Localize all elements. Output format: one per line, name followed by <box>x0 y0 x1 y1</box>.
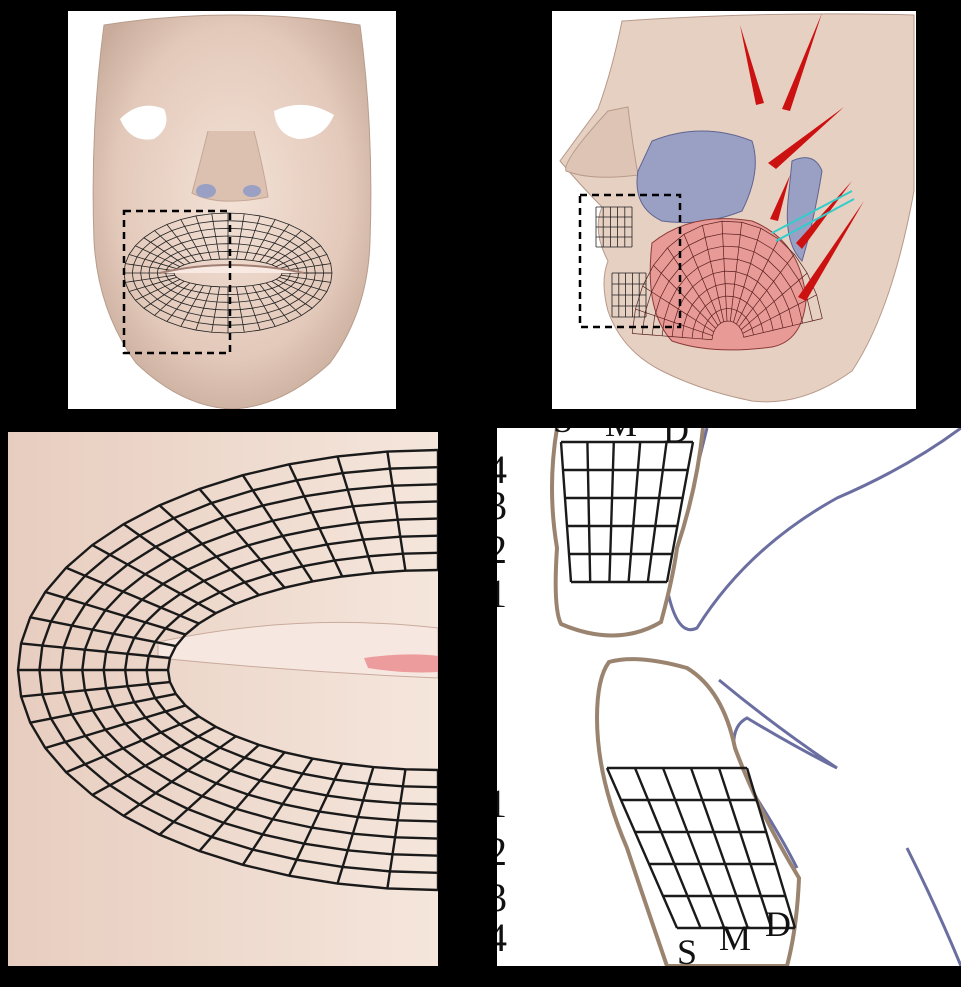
upper-layer-label-1: 1 <box>497 574 507 614</box>
lower-layer-label-1: 1 <box>497 784 507 824</box>
side-bone <box>637 131 755 223</box>
front-face-panel <box>68 11 396 409</box>
upper-column-label-m: M <box>605 428 637 442</box>
right-nostril <box>243 185 261 197</box>
lower-column-label-m: M <box>719 920 751 956</box>
left-nostril <box>196 184 216 198</box>
lower-layer-label-4: 4 <box>497 918 507 958</box>
sagittal-view-panel <box>552 11 916 409</box>
lower-layer-label-2: 2 <box>497 832 507 872</box>
sagittal-illustration <box>552 11 916 409</box>
upper-column-label-s: S <box>553 428 573 438</box>
lip-closeup-illustration <box>8 432 438 966</box>
upper-layer-label-3: 3 <box>497 486 507 526</box>
upper-teeth-outline <box>667 428 961 630</box>
lower-teeth-outline-right <box>907 848 961 966</box>
cross-section-panel: 4 3 2 1 S M D 1 2 3 4 S M D <box>497 428 961 966</box>
face-surface <box>93 15 371 409</box>
cross-section-illustration <box>497 428 961 966</box>
lower-column-label-d: D <box>765 906 791 942</box>
upper-layer-label-2: 2 <box>497 530 507 570</box>
front-face-illustration <box>68 11 396 409</box>
upper-lip-outline <box>552 428 703 636</box>
lower-column-label-s: S <box>677 934 697 966</box>
upper-column-label-d: D <box>663 428 689 448</box>
lower-layer-label-3: 3 <box>497 878 507 918</box>
lip-closeup-panel <box>8 432 438 966</box>
